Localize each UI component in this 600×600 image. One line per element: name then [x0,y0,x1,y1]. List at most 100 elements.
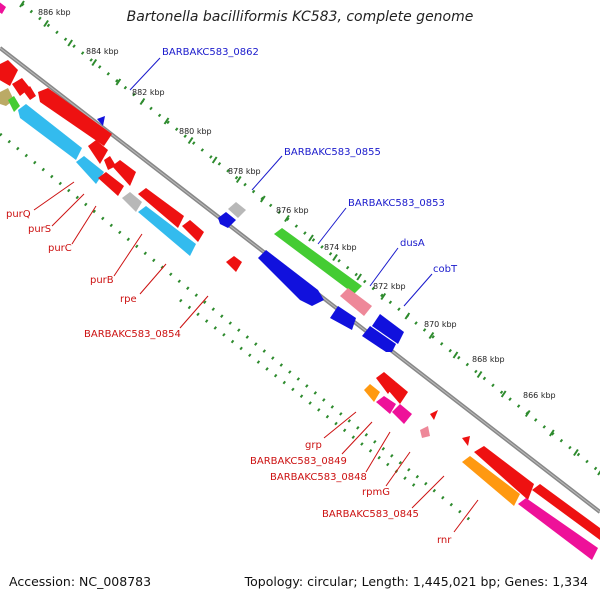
gene-arrow[interactable] [274,228,362,294]
forward-strand-genes [0,0,404,352]
tick-mark [380,292,387,301]
tick-label: 884 kbp [86,47,119,56]
gene-arrow[interactable] [420,426,430,438]
callout-line [129,57,161,91]
callout-line [139,263,167,295]
callout-line [403,273,433,307]
callout-line [179,295,209,329]
gene-arrow[interactable] [138,188,184,228]
callout-line [51,193,85,227]
gene-label-BARBAKC583_0862[interactable]: BARBAKC583_0862 [162,47,259,58]
gene-arrow[interactable] [364,384,380,402]
gene-label-rnr[interactable]: rnr [437,535,452,546]
gene-label-rpmG[interactable]: rpmG [362,487,390,498]
callout-line [385,451,411,487]
tick-mark [115,78,122,86]
gene-label-purB[interactable]: purB [90,275,114,286]
tick-mark [139,97,146,106]
callout-line [453,499,479,533]
gene-label-BARBAKC583_0849[interactable]: BARBAKC583_0849 [250,456,347,467]
tick-label: 876 kbp [276,206,309,215]
gene-arrow[interactable] [430,410,438,420]
gene-arrow[interactable] [122,192,142,212]
gene-arrow[interactable] [218,212,236,228]
gene-arrow[interactable] [474,446,534,500]
accession-label: Accession: NC_008783 [9,574,152,589]
gene-arrow[interactable] [226,256,242,272]
gene-arrow[interactable] [38,88,112,146]
callout-line [323,411,357,439]
gene-arrow[interactable] [392,404,412,424]
callout-line [411,475,445,509]
gene-arrow[interactable] [0,60,18,86]
gene-arrow[interactable] [532,484,600,540]
gene-arrow[interactable] [258,250,324,306]
gene-arrow[interactable] [88,140,108,164]
tick-mark [43,19,49,28]
gene-arrow[interactable] [228,202,246,218]
gene-label-rpe[interactable]: rpe [120,294,137,305]
tick-labels: 886 kbp 884 kbp 882 kbp 880 kbp 878 kbp … [38,8,556,400]
gene-arrow[interactable] [462,436,470,446]
gene-arrow[interactable] [362,326,396,352]
callout-line [33,181,75,211]
tick-marks [19,0,600,476]
tick-mark [19,0,25,8]
tick-mark [235,175,242,184]
gene-arrow[interactable] [330,306,356,330]
gene-label-BARBAKC583_0848[interactable]: BARBAKC583_0848 [270,472,367,483]
tick-label: 886 kbp [38,8,71,17]
gene-label-BARBAKC583_0845[interactable]: BARBAKC583_0845 [322,509,419,520]
tick-mark [332,253,338,262]
gene-arrow[interactable] [462,456,520,506]
tick-mark [428,331,435,340]
gene-arrow[interactable] [76,156,104,184]
reverse-callouts: purQ purS purC purB rpe BARBAKC583_0854 … [6,181,479,546]
gene-arrow[interactable] [138,206,196,256]
callout-line [341,421,373,455]
tick-mark [284,214,290,223]
gene-arrow[interactable] [8,96,20,112]
callout-line [365,431,391,473]
tick-mark [211,156,218,164]
callout-line [71,205,97,245]
tick-mark [500,390,507,398]
gene-arrow[interactable] [518,498,598,560]
tick-mark [452,351,459,359]
reverse-strand-genes-lower [364,372,600,560]
genome-summary: Topology: circular; Length: 1,445,021 bp… [244,574,588,589]
tick-mark [597,470,600,476]
gene-label-purQ[interactable]: purQ [6,209,31,220]
gene-label-purC[interactable]: purC [48,243,72,254]
gene-label-BARBAKC583_0854[interactable]: BARBAKC583_0854 [84,329,181,340]
gene-arrow[interactable] [98,172,124,196]
gene-label-BARBAKC583_0855[interactable]: BARBAKC583_0855 [284,147,381,158]
tick-mark [260,195,266,203]
callout-line [113,233,143,277]
gene-arrow[interactable] [340,288,372,316]
gene-label-grp[interactable]: grp [305,440,322,451]
gene-arrow[interactable] [388,382,408,404]
tick-label: 880 kbp [179,127,212,136]
gene-label-purS[interactable]: purS [28,224,51,235]
tick-mark [476,370,483,379]
gene-arrow[interactable] [182,220,204,242]
gene-arrow[interactable] [18,104,82,160]
callout-line [369,247,399,287]
reverse-strand-genes [0,60,242,272]
tick-label: 866 kbp [523,391,556,400]
gene-arrow[interactable] [24,86,36,100]
gene-arrow[interactable] [372,314,404,344]
gene-arrow[interactable] [97,116,105,126]
gene-arrow[interactable] [376,396,396,414]
tick-mark [163,117,170,125]
gene-label-cobT[interactable]: cobT [433,264,458,275]
tick-mark [356,273,362,281]
gene-label-dusA[interactable]: dusA [400,238,425,249]
gene-label-BARBAKC583_0853[interactable]: BARBAKC583_0853 [348,198,445,209]
callout-line [317,207,347,245]
inner-dotted-ring [0,132,471,522]
gene-arrow[interactable] [0,0,6,14]
gene-arrow[interactable] [112,160,136,186]
